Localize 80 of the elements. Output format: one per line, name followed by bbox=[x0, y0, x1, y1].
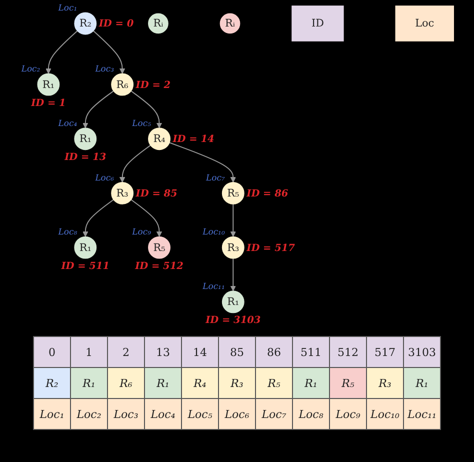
region-cell: R₃ bbox=[366, 368, 404, 398]
location-label: Loc₄ bbox=[58, 118, 78, 128]
tree-node-circle: R₂ bbox=[74, 12, 97, 35]
location-cell: Loc₈ bbox=[292, 398, 330, 430]
id-label: ID = 512 bbox=[135, 260, 184, 272]
id-label: ID = 0 bbox=[98, 18, 134, 30]
id-cell: 1 bbox=[70, 336, 108, 368]
region-cell: R₁ bbox=[404, 368, 440, 398]
location-label: Loc₆ bbox=[95, 172, 114, 182]
id-cell: 511 bbox=[292, 336, 330, 368]
id-cell: 3103 bbox=[404, 336, 440, 368]
location-cell: Loc₇ bbox=[256, 398, 292, 430]
region-cell: R₆ bbox=[108, 368, 144, 398]
location-label: Loc₉ bbox=[132, 226, 151, 237]
id-label: ID = 13 bbox=[64, 152, 106, 164]
location-cell: Loc₁₀ bbox=[366, 398, 404, 430]
id-label: ID = 86 bbox=[246, 188, 288, 200]
legend-cell: ID bbox=[292, 6, 344, 42]
tree-node-circle: R₆ bbox=[111, 73, 134, 96]
id-cell: 0 bbox=[34, 336, 70, 368]
location-label: Loc₃ bbox=[95, 64, 114, 74]
region-cell: R₁ bbox=[144, 368, 182, 398]
legend-cell: Loc bbox=[395, 6, 454, 42]
tree-node-circle: R₄ bbox=[148, 128, 170, 150]
tree-node-circle: R₃ bbox=[111, 182, 134, 204]
tree-node-circle: R₅ bbox=[222, 182, 244, 204]
arrow bbox=[92, 30, 126, 74]
region-cell: R₁ bbox=[292, 368, 330, 398]
id-label: ID = 85 bbox=[136, 188, 178, 200]
location-cell: Loc₃ bbox=[108, 398, 144, 430]
region-cell: R₅ bbox=[256, 368, 292, 398]
id-label: ID = 14 bbox=[172, 134, 214, 146]
location-cell: Loc₂ bbox=[70, 398, 108, 430]
location-label: Loc₁ bbox=[58, 2, 78, 13]
tree-node-circle: R₅ bbox=[148, 236, 170, 259]
id-cell: 512 bbox=[330, 336, 366, 368]
arrow bbox=[130, 199, 162, 237]
tree-node-circle: R₁ bbox=[37, 73, 60, 96]
location-label: Loc₇ bbox=[206, 172, 225, 182]
tree-node-circle: R₃ bbox=[222, 236, 244, 259]
region-cell: R₃ bbox=[218, 368, 256, 398]
location-label: Loc₂ bbox=[21, 64, 40, 74]
legend-circle: Rᵢ bbox=[220, 13, 240, 34]
location-cell: Loc₆ bbox=[218, 398, 256, 430]
location-cell: Loc₄ bbox=[144, 398, 182, 430]
region-cell: R₄ bbox=[182, 368, 218, 398]
arrow bbox=[119, 144, 151, 183]
id-cell: 85 bbox=[218, 336, 256, 368]
tree-node-circle: R₁ bbox=[74, 236, 97, 259]
location-cell: Loc₁ bbox=[34, 398, 70, 430]
arrow bbox=[230, 258, 236, 292]
id-cell: 13 bbox=[144, 336, 182, 368]
location-label: Loc₅ bbox=[132, 118, 151, 128]
arrow bbox=[169, 142, 236, 183]
id-cell: 517 bbox=[366, 336, 404, 368]
id-label: ID = 3103 bbox=[206, 315, 261, 326]
location-cell: Loc₁₁ bbox=[404, 398, 440, 430]
id-label: ID = 1 bbox=[31, 98, 66, 109]
location-label: Loc₁₁ bbox=[202, 281, 225, 292]
tree-node-circle: R₁ bbox=[222, 290, 244, 314]
location-cell: Loc₅ bbox=[182, 398, 218, 430]
arrow bbox=[46, 30, 78, 74]
arrow bbox=[82, 199, 114, 237]
id-label: ID = 2 bbox=[136, 80, 171, 91]
id-cell: 2 bbox=[108, 336, 144, 368]
id-cell: 86 bbox=[256, 336, 292, 368]
tree-node-circle: R₁ bbox=[74, 128, 97, 150]
region-cell: R₁ bbox=[70, 368, 108, 398]
arrow bbox=[230, 204, 236, 237]
arrow bbox=[130, 90, 162, 128]
location-label: Loc₁₀ bbox=[202, 226, 225, 237]
id-label: ID = 511 bbox=[61, 260, 110, 272]
id-label: ID = 517 bbox=[246, 242, 295, 254]
region-cell: R₅ bbox=[330, 368, 366, 398]
arrow bbox=[82, 90, 114, 128]
id-cell: 14 bbox=[182, 336, 218, 368]
location-cell: Loc₉ bbox=[330, 398, 366, 430]
region-cell: R₂ bbox=[34, 368, 70, 398]
legend-circle: Rᵢ bbox=[148, 13, 168, 34]
location-label: Loc₈ bbox=[58, 226, 78, 237]
